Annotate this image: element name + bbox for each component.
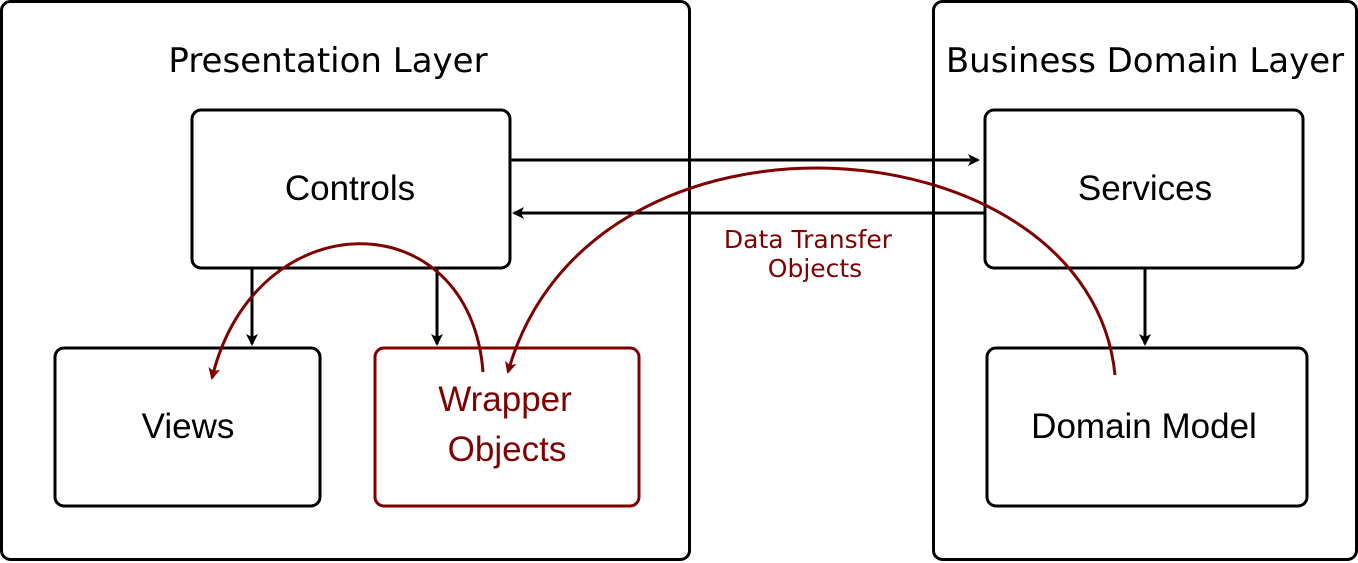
views-node: Views — [53, 346, 322, 508]
views-box — [53, 346, 322, 508]
wrapper-to-views-curve — [208, 242, 485, 380]
services-label: Services — [1078, 169, 1212, 208]
presentation-layer: Presentation Layer — [0, 0, 691, 561]
business-layer-title: Business Domain Layer — [946, 41, 1344, 81]
presentation-layer-frame — [0, 0, 691, 561]
controls-box — [190, 108, 512, 270]
views-label: Views — [142, 407, 235, 446]
wrapper-objects-node: Wrapper Objects — [373, 346, 641, 508]
dto-annotation-line1: Data Transfer — [724, 225, 893, 254]
business-domain-layer: Business Domain Layer — [932, 0, 1358, 561]
controls-label: Controls — [285, 169, 415, 208]
domain-model-label: Domain Model — [1031, 407, 1257, 446]
wrapper-objects-label-line2: Objects — [448, 430, 567, 469]
dto-annotation-line2: Objects — [768, 254, 862, 283]
domain-model-node: Domain Model — [985, 346, 1309, 508]
wrapper-objects-box — [373, 346, 641, 508]
wrapper-objects-label-line1: Wrapper — [438, 380, 572, 419]
controls-node: Controls — [190, 108, 512, 270]
services-node: Services — [983, 108, 1305, 270]
domain-model-box — [985, 346, 1309, 508]
presentation-layer-title: Presentation Layer — [168, 41, 487, 81]
business-layer-frame — [932, 0, 1358, 561]
domain-model-to-wrapper-curve — [504, 166, 1117, 376]
